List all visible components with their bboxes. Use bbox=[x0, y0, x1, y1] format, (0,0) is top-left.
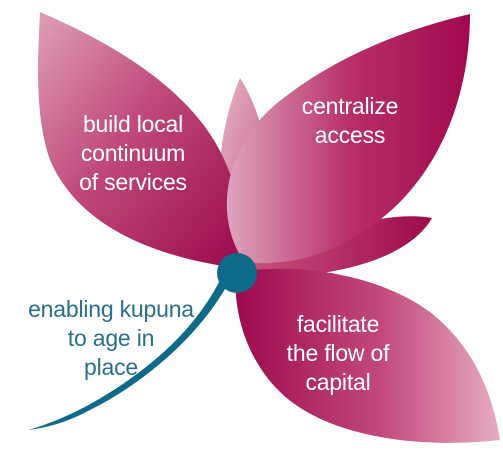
stem-label-line: place bbox=[84, 354, 138, 380]
petal-label-facilitate-capital: facilitate the flow of capital bbox=[268, 310, 408, 397]
stem-label-line: enabling kupuna bbox=[28, 296, 194, 322]
petal-bottom-right bbox=[235, 268, 500, 443]
petal-top-right bbox=[226, 14, 470, 264]
petal-label-line: the flow of bbox=[286, 340, 390, 366]
petal-label-line: build local bbox=[82, 111, 184, 137]
petal-top-left bbox=[38, 12, 242, 268]
petal-label-line: continuum bbox=[80, 140, 186, 166]
petal-label-line: of services bbox=[79, 169, 187, 195]
petal-label-line: access bbox=[314, 122, 386, 148]
stem-label: enabling kupuna to age in place bbox=[6, 295, 216, 382]
petal-label-centralize-access: centralize access bbox=[290, 92, 410, 150]
petal-label-build-local: build local continuum of services bbox=[68, 110, 198, 197]
petal-label-line: facilitate bbox=[296, 311, 380, 337]
petal-label-line: centralize bbox=[301, 93, 399, 119]
stem-label-line: to age in bbox=[67, 325, 155, 351]
flower-center bbox=[217, 253, 257, 293]
petal-label-line: capital bbox=[305, 369, 371, 395]
back-petal-right bbox=[248, 216, 432, 277]
